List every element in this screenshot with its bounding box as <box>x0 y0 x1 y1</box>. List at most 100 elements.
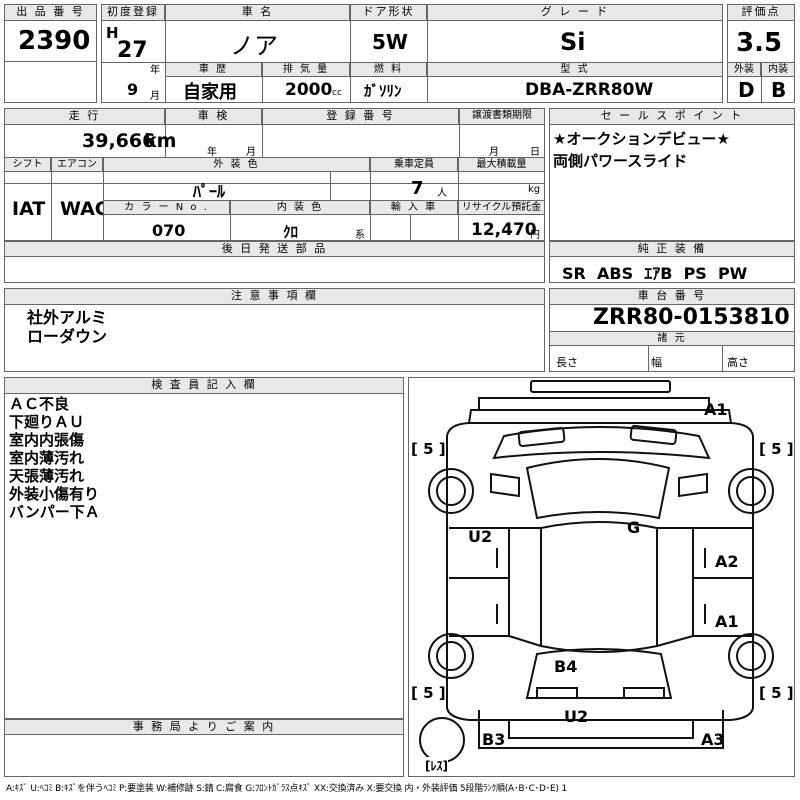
damage-diagram: A1 [ 5 ] [ 5 ] G U2 A2 A1 B4 [ 5 ] [ 5 ]… <box>408 377 795 777</box>
recycle-fee: 12,470 <box>471 220 537 240</box>
color-no-header: カ ラ ー N o . <box>103 200 230 215</box>
mileage-unit: km <box>144 130 177 152</box>
shift-header: シフト <box>4 157 51 172</box>
max-load-unit: kg <box>528 184 541 195</box>
spec-width: 幅 <box>651 356 662 369</box>
mark-right-rear-door: A1 <box>715 612 739 631</box>
mark-top-left-tire: [ 5 ] <box>411 440 446 458</box>
int-color-unit: 系 <box>355 230 365 241</box>
mark-spare-tire: [ﾚｽ] <box>425 757 448 774</box>
inspector-note-5: 天張薄汚れ <box>9 467 85 485</box>
inspector-note-4: 室内薄汚れ <box>9 449 85 467</box>
interior-header: 内装 <box>761 62 795 77</box>
inspector-note-7: バンパー下Ａ <box>9 503 100 521</box>
inspector-note-2: 下廻りＡＵ <box>9 413 85 431</box>
sales-point-1: ★オークションデビュー★ <box>553 130 730 148</box>
displacement: 2000 <box>285 80 333 100</box>
model-code: DBA-ZRR80W <box>525 80 654 100</box>
door-type: 5W <box>372 30 408 54</box>
spec-length: 長さ <box>556 356 578 369</box>
capacity: 7 <box>411 178 424 199</box>
sales-points-box <box>549 108 795 241</box>
recycle-unit: 円 <box>530 230 540 241</box>
mark-bottom-left-tire: [ 5 ] <box>411 684 446 702</box>
mark-bottom-right-tire: [ 5 ] <box>759 684 794 702</box>
int-color-header: 内 装 色 <box>230 200 370 215</box>
transfer-month-unit: 月 <box>489 147 499 158</box>
grade: Si <box>560 28 586 56</box>
first-reg-header: 初度登録 <box>101 4 165 21</box>
car-name-header: 車 名 <box>165 4 350 21</box>
overall-score: 3.5 <box>736 28 783 58</box>
aircon-header: エアコン <box>51 157 103 172</box>
max-load-header: 最大積載量 <box>458 157 545 172</box>
inspection-header: 車 検 <box>165 108 262 125</box>
genuine-equipment: SR ABS ｴｱB PS PW <box>562 264 748 283</box>
interior-color: ｸﾛ <box>283 223 299 241</box>
lot-number-header: 出 品 番 号 <box>4 4 97 21</box>
capacity-unit: 人 <box>437 188 447 199</box>
later-parts-header: 後 日 発 送 部 品 <box>4 241 545 257</box>
inspection-month-unit: 月 <box>246 147 256 158</box>
chassis-header: 車 台 番 号 <box>549 288 795 305</box>
interior-score: B <box>771 78 787 102</box>
displacement-header: 排 気 量 <box>262 62 350 77</box>
mark-rear-hatch: B4 <box>554 657 578 676</box>
note-1: 社外アルミ <box>27 308 107 327</box>
sales-points-header: セ ー ル ス ポ イ ン ト <box>549 108 795 125</box>
inspector-note-6: 外装小傷有り <box>9 485 100 503</box>
exterior-color: ﾊﾟｰﾙ <box>193 182 226 201</box>
transfer-docs-header: 譲渡書類期限 <box>459 108 545 125</box>
chassis-number: ZRR80-0153810 <box>593 305 790 330</box>
fuel-header: 燃 料 <box>350 62 427 77</box>
mark-roof: G <box>627 518 641 537</box>
genuine-equip-header: 純 正 装 備 <box>549 241 795 257</box>
reg-year-unit: 年 <box>150 65 160 76</box>
mark-top-right-tire: [ 5 ] <box>759 440 794 458</box>
fuel: ｶﾞｿﾘﾝ <box>364 82 402 100</box>
grade-header: グ レ ー ド <box>427 4 723 21</box>
note-2: ローダウン <box>27 327 108 346</box>
office-header: 事 務 局 よ り ご 案 内 <box>4 719 404 735</box>
notes-header: 注 意 事 項 欄 <box>4 288 545 305</box>
lot-number: 2390 <box>18 26 91 56</box>
damage-legend: A:ｷｽﾞ U:ﾍｺﾐ B:ｷｽﾞを伴うﾍｺﾐ P:要塗装 W:補修跡 S:錆 … <box>6 784 567 794</box>
history-header: 車 歴 <box>165 62 262 77</box>
inspector-header: 検 査 員 記 入 欄 <box>4 377 404 394</box>
model-header: 型 式 <box>427 62 723 77</box>
era-label: H <box>106 24 119 42</box>
door-header: ドア形状 <box>350 4 427 21</box>
mark-front-bumper: A1 <box>704 400 728 419</box>
mark-rear-left-corner: B3 <box>482 730 506 749</box>
recycle-header: リサイクル預託金 <box>458 200 545 215</box>
color-number: 070 <box>152 221 186 240</box>
sales-point-2: 両側パワースライド <box>553 152 688 170</box>
transfer-day-unit: 日 <box>530 147 540 158</box>
import-header: 輸 入 車 <box>370 200 458 215</box>
vehicle-history: 自家用 <box>183 82 237 103</box>
mark-rear-right-corner: A3 <box>701 730 725 749</box>
score-header: 評価点 <box>727 4 795 21</box>
shift: IAT <box>12 198 46 220</box>
inspector-note-3: 室内内張傷 <box>9 431 85 449</box>
aircon: WAC <box>60 198 109 220</box>
specs-header: 諸 元 <box>549 331 795 346</box>
reg-month-unit: 月 <box>150 91 160 102</box>
inspection-year-unit: 年 <box>207 147 217 158</box>
capacity-header: 乗車定員 <box>370 157 458 172</box>
mark-right-front-door: A2 <box>715 552 739 571</box>
car-name: ノア <box>230 32 278 60</box>
displacement-unit: cc <box>332 88 342 98</box>
reg-year: 27 <box>117 38 148 63</box>
mileage-header: 走 行 <box>4 108 165 125</box>
exterior-score: D <box>738 78 755 102</box>
ext-color-header: 外 装 色 <box>103 157 370 172</box>
car-outline <box>419 380 774 763</box>
inspector-note-1: ＡＣ不良 <box>9 395 70 413</box>
mark-rear-bumper: U2 <box>564 707 589 726</box>
reg-no-header: 登 録 番 号 <box>262 108 459 125</box>
mileage: 39,666 <box>82 130 156 152</box>
reg-month: 9 <box>127 80 139 99</box>
exterior-header: 外装 <box>727 62 761 77</box>
spec-height: 高さ <box>727 356 749 369</box>
